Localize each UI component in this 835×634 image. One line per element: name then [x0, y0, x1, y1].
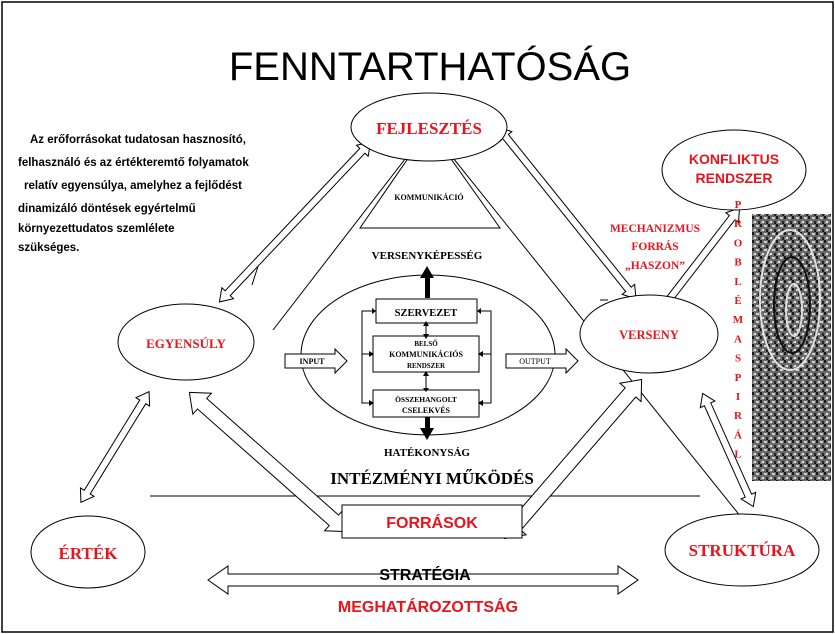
- inner-triangle: [359, 127, 501, 229]
- mechanizmus-line3: „HASZON”: [625, 260, 685, 272]
- egyensuly-label: EGYENSÚLY: [146, 336, 226, 351]
- intezmenyi-mukodes-label: INTÉZMÉNYI MŰKÖDÉS: [330, 469, 534, 488]
- downward-arrow: [420, 414, 434, 440]
- hatekonysag-label: HATÉKONYSÁG: [384, 447, 470, 459]
- spiral-letter: Á: [734, 429, 742, 441]
- spiral-letter: M: [733, 314, 744, 326]
- triangle-left-edge: [272, 127, 430, 331]
- strategia-label: STRATÉGIA: [379, 565, 471, 584]
- description-line: dinamizáló döntések egyértelmű: [18, 203, 196, 215]
- spiral-letter: B: [734, 257, 742, 269]
- struktura-node: [664, 513, 820, 587]
- input-label: INPUT: [300, 357, 326, 366]
- spiral-letter: R: [734, 218, 743, 230]
- mechanizmus-line1: MECHANIZMUS: [610, 223, 700, 235]
- versenykepesseg-label: VERSENYKÉPESSÉG: [372, 250, 483, 262]
- spiral-letter: L: [734, 276, 741, 288]
- description-line: Az erőforrásokat tudatosan hasznosító,: [30, 134, 246, 146]
- belso-label-line3: RENDSZER: [407, 362, 446, 370]
- konfliktus-node: [661, 129, 807, 211]
- meghatarozottsag-label: MEGHATÁROZOTTSÁG: [338, 597, 518, 616]
- spiral-letter: L: [734, 449, 741, 461]
- double-arrow: [79, 390, 151, 504]
- output-label: OUTPUT: [519, 357, 551, 366]
- ertek-node: [30, 515, 146, 589]
- mechanizmus-block: MECHANIZMUS FORRÁS „HASZON”: [610, 223, 700, 272]
- double-arrow: [699, 392, 757, 508]
- double-arrow: [207, 565, 639, 595]
- spiral-letter: P: [735, 372, 742, 384]
- belso-label-line1: BELSŐ: [414, 340, 438, 348]
- verseny-label: VERSENY: [619, 328, 679, 342]
- ertek-label: ÉRTÉK: [59, 544, 119, 563]
- spiral-letter: A: [734, 333, 742, 345]
- spiral-letter: P: [735, 199, 742, 211]
- page-title: FENNTARTHATÓSÁG: [229, 44, 631, 89]
- description-paragraph: Az erőforrásokat tudatosan hasznosító, f…: [18, 134, 249, 254]
- konfliktus-label-line1: KONFLIKTUS: [689, 151, 779, 167]
- osszehangolt-label-line2: CSELEKVÉS: [402, 405, 451, 415]
- input-arrow: [284, 347, 348, 375]
- kommunikacio-label: KOMMUNIKÁCIÓ: [394, 192, 463, 202]
- description-line: relatív egyensúlya, amelyhez a fejlődést: [24, 180, 242, 192]
- belso-label-line2: KOMMUNIKÁCIÓS: [389, 349, 463, 359]
- double-arrow: [218, 141, 372, 303]
- spiral-letter: O: [734, 237, 743, 249]
- fejlesztes-label: FEJLESZTÉS: [376, 119, 482, 138]
- spiral-letter: R: [734, 410, 743, 422]
- spiral-letter: É: [734, 295, 741, 307]
- upward-arrow: [420, 266, 434, 298]
- problemaspiral-image: [752, 214, 831, 481]
- inner-flow-arrowheads: [369, 308, 483, 406]
- description-line: szükséges.: [18, 242, 79, 254]
- osszehangolt-label-line1: ÖSSZEHANGOLT: [395, 395, 457, 404]
- forrasok-box: [341, 504, 523, 539]
- spiral-letter: I: [736, 391, 740, 403]
- description-line: környezettudatos szemlélete: [18, 223, 175, 235]
- forrasok-label: FORRÁSOK: [386, 513, 478, 532]
- egyensuly-node: [117, 303, 255, 381]
- fejlesztes-node: [350, 92, 508, 162]
- output-arrow: [505, 347, 579, 375]
- konfliktus-label-line2: RENDSZER: [695, 170, 772, 186]
- mechanizmus-line2: FORRÁS: [631, 239, 678, 253]
- szervezet-label: SZERVEZET: [395, 308, 458, 319]
- spiral-letter: S: [735, 353, 741, 365]
- struktura-label: STRUKTÚRA: [689, 541, 796, 560]
- verseny-node: [579, 294, 719, 374]
- description-line: felhasználó és az értékteremtő folyamato…: [18, 157, 249, 169]
